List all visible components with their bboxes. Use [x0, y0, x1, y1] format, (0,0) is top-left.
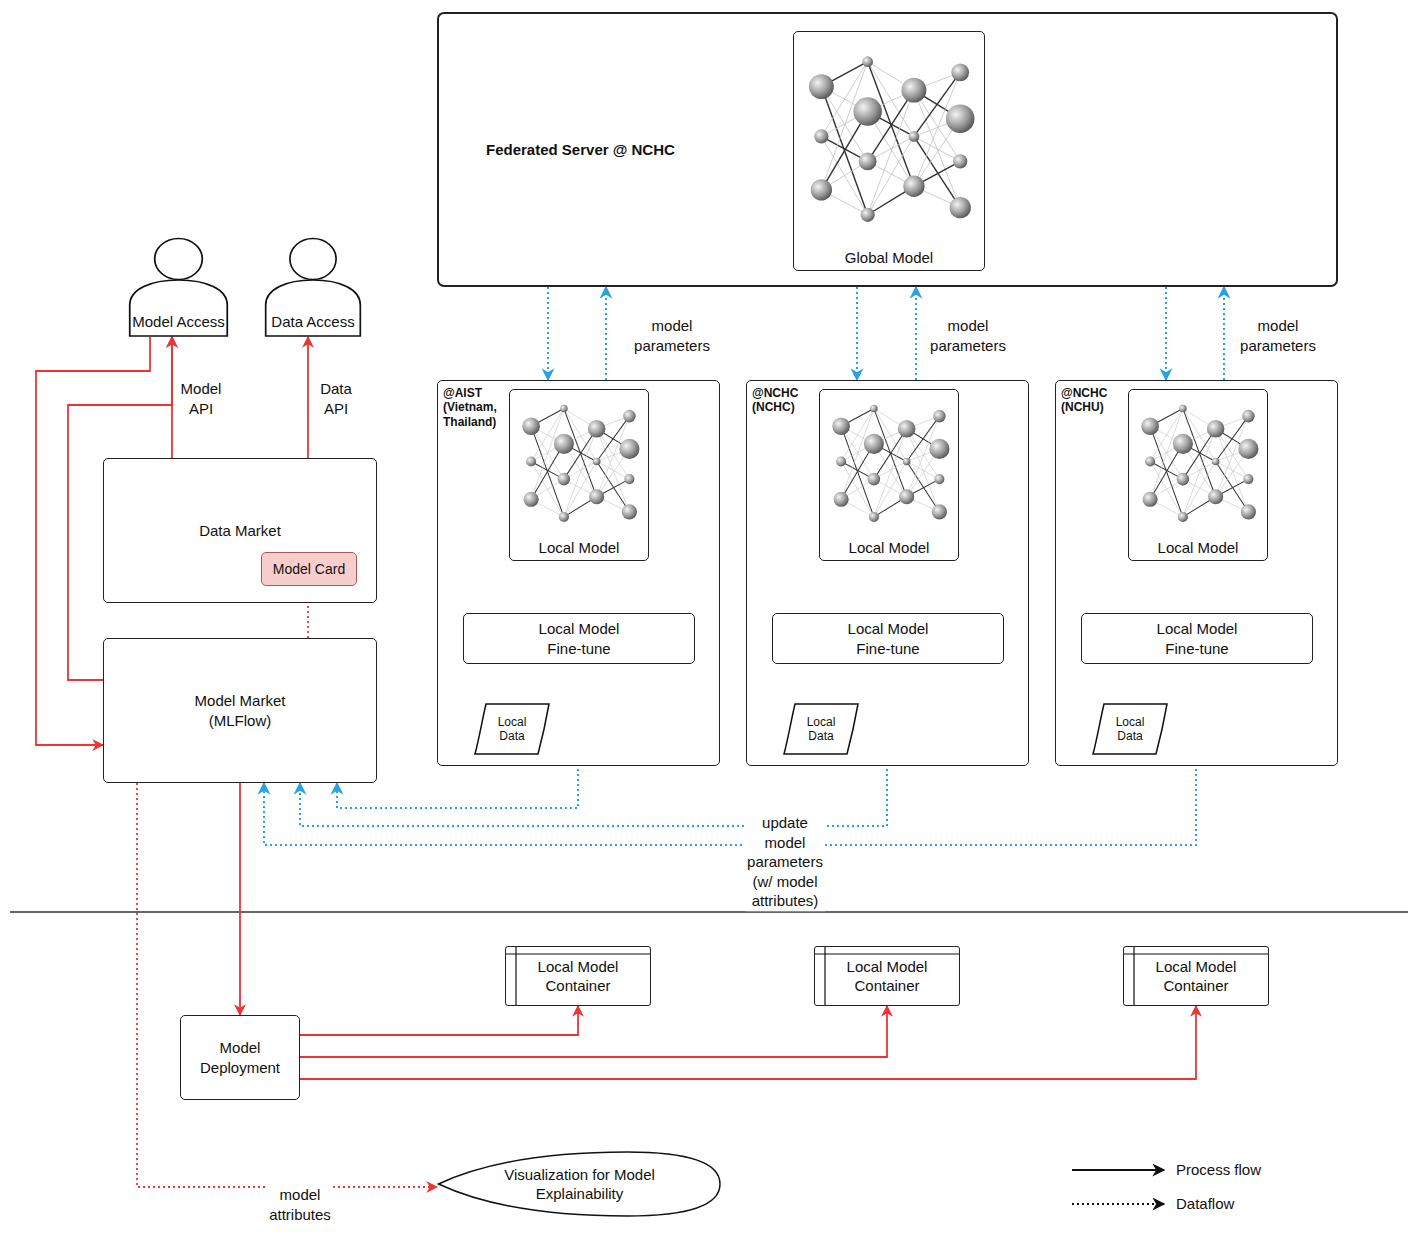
edge-label: Data API	[318, 379, 354, 418]
edge-label: update model parameters (w/ model attrib…	[745, 813, 825, 911]
node-text: Model Deployment	[193, 1038, 288, 1077]
separator-line	[10, 911, 1408, 913]
display-shape: Visualization for Model Explainability	[437, 1150, 722, 1218]
process-box: Local Model Fine-tune	[463, 613, 695, 664]
node-text: Local Data	[1110, 715, 1150, 744]
node-text: Model Card	[273, 560, 345, 578]
dataflow-arrow	[137, 783, 437, 1187]
container-frame	[1124, 947, 1268, 1005]
model-card-box: Model Card	[261, 552, 357, 586]
process-box: Data MarketModel Card	[103, 458, 377, 603]
site-box: @AIST (Vietnam, Thailand) Local ModelLoca…	[437, 380, 720, 766]
dataflow-arrow	[605, 287, 607, 380]
legend-solid-sample	[1072, 1169, 1164, 1171]
node-text: Local Data	[492, 715, 532, 744]
node-text: @AIST (Vietnam, Thailand)	[443, 386, 507, 429]
node-text: Local Model Fine-tune	[524, 619, 634, 658]
node-text: Model Access	[132, 312, 225, 332]
network-illustration	[826, 396, 952, 532]
process-box: Local Model Fine-tune	[1081, 613, 1313, 664]
process-arrow	[300, 1006, 1196, 1079]
dataflow-arrow	[856, 287, 858, 380]
server-box: Federated Server @ NCHC Global Model	[437, 12, 1338, 287]
site-box: @NCHC (NCHC) Local ModelLocal Model Fine-…	[746, 380, 1029, 766]
process-box: Model Market (MLFlow)	[103, 638, 377, 783]
node-text: Local Model Container	[1141, 957, 1251, 996]
node-text: @NCHC (NCHC)	[752, 386, 816, 415]
node-text: Local Model	[1158, 538, 1239, 558]
network-illustration	[1135, 396, 1261, 532]
node-text: Local Model	[539, 538, 620, 558]
data-parallelogram: Local Data	[474, 703, 550, 755]
process-arrow	[307, 337, 309, 458]
process-box: Model Deployment	[180, 1015, 300, 1100]
container-frame	[506, 947, 650, 1005]
container-box: Local Model Container	[505, 946, 651, 1006]
node-text: Model Market (MLFlow)	[180, 691, 300, 730]
node-text: Data Access	[271, 312, 354, 332]
node-text: @NCHC (NCHU)	[1061, 386, 1125, 415]
dataflow-arrow	[547, 287, 549, 380]
actor-icon: Model Access	[128, 237, 229, 337]
process-arrow	[300, 1006, 887, 1057]
legend-dotted-sample	[1072, 1203, 1164, 1205]
node-text: Local Model	[849, 538, 930, 558]
edge-label: Model API	[179, 379, 224, 418]
node-text: Local Model Fine-tune	[833, 619, 943, 658]
edge-label: model parameters	[632, 316, 712, 355]
dataflow-arrow	[1223, 287, 1225, 380]
edge-label: model attributes	[267, 1185, 333, 1224]
legend-text: Process flow	[1176, 1161, 1261, 1178]
process-arrow	[300, 1006, 578, 1035]
node-text: Data Market	[199, 521, 281, 541]
dataflow-arrow	[915, 287, 917, 380]
node-text: Local Model Container	[523, 957, 633, 996]
actor-icon: Data Access	[264, 237, 362, 337]
node-text: Local Data	[801, 715, 841, 744]
dataflow-arrow	[1165, 287, 1167, 380]
node-text: Local Model Container	[832, 957, 942, 996]
model-box: Local Model	[1128, 389, 1268, 561]
container-box: Local Model Container	[814, 946, 960, 1006]
container-frame	[815, 947, 959, 1005]
model-box: Global Model	[793, 31, 985, 271]
data-parallelogram: Local Data	[783, 703, 859, 755]
container-box: Local Model Container	[1123, 946, 1269, 1006]
edge-label: model parameters	[928, 316, 1008, 355]
data-parallelogram: Local Data	[1092, 703, 1168, 755]
node-text: Visualization for Model Explainability	[480, 1165, 680, 1204]
network-illustration	[516, 396, 642, 532]
site-box: @NCHC (NCHU) Local ModelLocal Model Fine-…	[1055, 380, 1338, 766]
process-arrow	[239, 783, 241, 1015]
model-box: Local Model	[819, 389, 959, 561]
display-outline	[437, 1150, 722, 1218]
node-text: Global Model	[845, 248, 933, 268]
model-box: Local Model	[509, 389, 649, 561]
edge-label: model parameters	[1238, 316, 1318, 355]
process-box: Local Model Fine-tune	[772, 613, 1004, 664]
node-text: Federated Server @ NCHC	[486, 140, 675, 160]
network-illustration	[800, 38, 978, 242]
node-text: Local Model Fine-tune	[1142, 619, 1252, 658]
legend-text: Dataflow	[1176, 1195, 1234, 1212]
